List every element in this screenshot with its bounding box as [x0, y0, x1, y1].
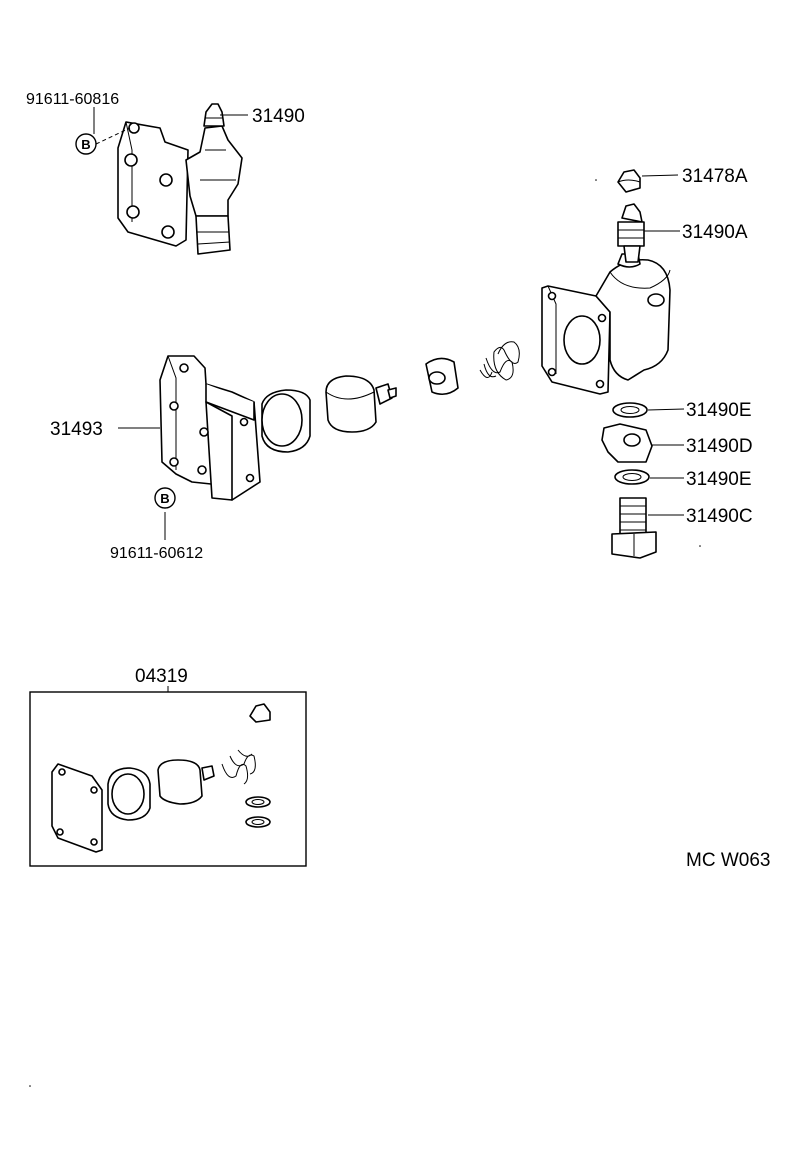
- label-bolt-bottom: 91611-60612: [110, 545, 203, 562]
- gasket-upper-illustration: [612, 402, 648, 418]
- leader-31478A: [641, 174, 679, 177]
- label-gasket-lower: 31490E: [686, 469, 752, 490]
- label-kit: 04319: [135, 666, 188, 687]
- union-illustration: [601, 423, 653, 463]
- label-gasket-upper: 31490E: [686, 400, 752, 421]
- label-cap: 31478A: [682, 166, 748, 187]
- label-bolt-top: 91611-60816: [26, 91, 119, 108]
- gasket-lower-illustration: [614, 469, 650, 485]
- pump-body-illustration: [541, 253, 671, 395]
- piston-illustration: [325, 375, 397, 433]
- label-diagram-code: MC W063: [686, 850, 770, 871]
- leader-31490E-upper: [647, 408, 685, 411]
- label-union: 31490D: [686, 436, 753, 457]
- kit-box: [29, 691, 307, 867]
- cup-illustration: [261, 389, 311, 453]
- callout-b-bottom-text: B: [160, 491, 169, 506]
- callout-b-top-text: B: [81, 137, 90, 152]
- valve-illustration: [617, 203, 645, 263]
- pump-assembly-illustration: [117, 103, 243, 255]
- callout-b-top: [75, 133, 97, 155]
- cover-illustration: [159, 355, 261, 501]
- cap-illustration: [617, 169, 641, 193]
- leader-b-top-dashed: [95, 127, 131, 145]
- label-union-bolt: 31490C: [686, 506, 753, 527]
- spring-illustration: [479, 341, 520, 381]
- callout-b-bottom: [154, 487, 176, 509]
- label-pump-assy: 31490: [252, 106, 305, 127]
- label-valve: 31490A: [682, 222, 748, 243]
- union-bolt-illustration: [611, 497, 657, 559]
- ring-illustration: [425, 357, 459, 396]
- label-cover: 31493: [50, 419, 103, 440]
